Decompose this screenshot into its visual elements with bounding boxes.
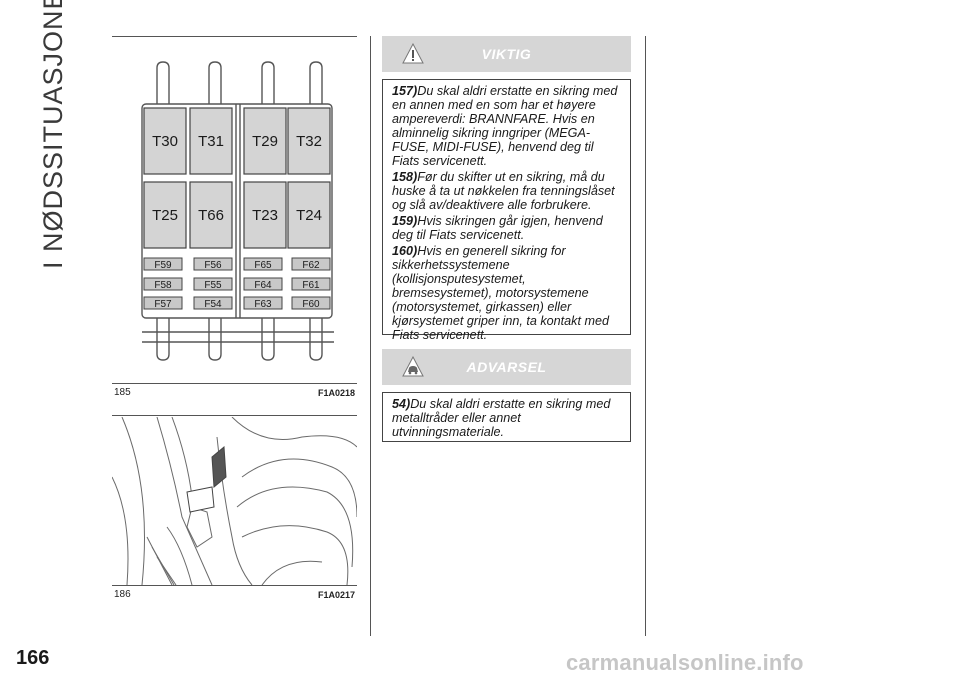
note-159: 159)Hvis sikringen går igjen, henvend de… bbox=[392, 214, 621, 242]
figure-185-code: F1A0218 bbox=[318, 388, 356, 398]
note-157: 157)Du skal aldri erstatte en sikring me… bbox=[392, 84, 621, 168]
car-warning-icon bbox=[402, 356, 424, 377]
relay-label-t32: T32 bbox=[296, 133, 322, 150]
relay-label-t66: T66 bbox=[198, 207, 224, 224]
note-157-text: Du skal aldri erstatte en sikring med en… bbox=[392, 84, 618, 168]
warning-box-header: ADVARSEL bbox=[382, 349, 631, 385]
figure-186-caption-rule bbox=[112, 585, 357, 586]
figure-186-code: F1A0217 bbox=[318, 590, 356, 600]
relay-label-t30: T30 bbox=[152, 133, 178, 150]
fuse-label-f58: F58 bbox=[154, 280, 172, 291]
figure-186-number: 186 bbox=[114, 589, 131, 600]
note-158: 158)Før du skifter ut en sikring, må du … bbox=[392, 170, 621, 212]
column-divider-left bbox=[370, 36, 371, 636]
warning-exclamation-icon bbox=[402, 43, 424, 64]
note-159-text: Hvis sikringen går igjen, henvend deg ti… bbox=[392, 214, 603, 242]
fuse-box-diagram: T30 T31 T29 T32 T25 T66 T23 T24 F59 F56 … bbox=[141, 61, 334, 361]
note-160-text: Hvis en generell sikring for sikkerhetss… bbox=[392, 244, 609, 342]
fuse-label-f60: F60 bbox=[302, 299, 320, 310]
warning-box-body: 54)Du skal aldri erstatte en sikring med… bbox=[382, 392, 631, 442]
note-54-text: Du skal aldri erstatte en sikring med me… bbox=[392, 397, 611, 439]
relay-label-t25: T25 bbox=[152, 207, 178, 224]
important-box-body: 157)Du skal aldri erstatte en sikring me… bbox=[382, 79, 631, 342]
relay-label-t29: T29 bbox=[252, 133, 278, 150]
fuse-label-f63: F63 bbox=[254, 299, 272, 310]
fuse-label-f54: F54 bbox=[204, 299, 222, 310]
fuse-label-f61: F61 bbox=[302, 280, 320, 291]
figure-186-top-rule bbox=[112, 415, 357, 416]
note-54: 54)Du skal aldri erstatte en sikring med… bbox=[392, 397, 621, 439]
note-160: 160)Hvis en generell sikring for sikkerh… bbox=[392, 244, 621, 342]
note-158-text: Før du skifter ut en sikring, må du husk… bbox=[392, 170, 615, 212]
note-160-number: 160) bbox=[392, 244, 418, 258]
page-number: 166 bbox=[16, 647, 50, 669]
important-box-header: VIKTIG bbox=[382, 36, 631, 72]
note-54-number: 54) bbox=[392, 397, 411, 411]
fuse-label-f65: F65 bbox=[254, 260, 272, 271]
note-159-number: 159) bbox=[392, 214, 418, 228]
figure-185-caption-rule bbox=[112, 383, 357, 384]
note-158-number: 158) bbox=[392, 170, 418, 184]
warning-box-title: ADVARSEL bbox=[466, 359, 547, 375]
car-interior-drawing bbox=[112, 417, 357, 585]
section-title-text: I NØDSSITUASJONER bbox=[38, 0, 68, 269]
fuse-label-f62: F62 bbox=[302, 260, 320, 271]
important-box-title: VIKTIG bbox=[481, 46, 532, 62]
figure-185-number: 185 bbox=[114, 387, 131, 398]
column-divider-right bbox=[645, 36, 646, 636]
section-title: I NØDSSITUASJONER bbox=[32, 0, 72, 269]
fuse-label-f64: F64 bbox=[254, 280, 272, 291]
fuse-label-f56: F56 bbox=[204, 260, 222, 271]
fuse-label-f59: F59 bbox=[154, 260, 172, 271]
figure-185-top-rule bbox=[112, 36, 357, 37]
watermark-text: carmanualsonline.info bbox=[566, 650, 804, 675]
relay-label-t23: T23 bbox=[252, 207, 278, 224]
relay-label-t24: T24 bbox=[296, 207, 322, 224]
note-157-number: 157) bbox=[392, 84, 418, 98]
fuse-label-f55: F55 bbox=[204, 280, 222, 291]
relay-label-t31: T31 bbox=[198, 133, 224, 150]
fuse-label-f57: F57 bbox=[154, 299, 172, 310]
